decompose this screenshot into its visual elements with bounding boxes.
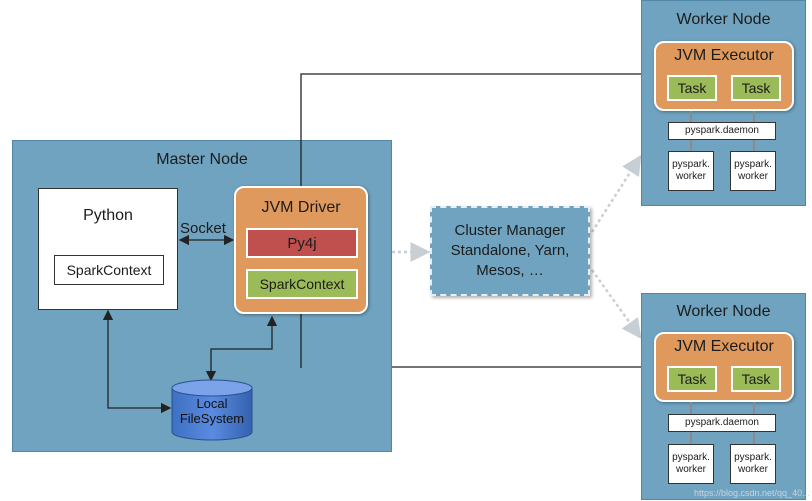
worker-2-pyworker-1-line1: pyspark. bbox=[672, 452, 710, 463]
worker-1-daemon-box: pyspark.daemon bbox=[668, 122, 776, 140]
worker-2-daemon-box: pyspark.daemon bbox=[668, 414, 776, 432]
worker-2-pyworker-2-line1: pyspark. bbox=[734, 452, 772, 463]
worker-2-pyworker-2: pyspark. worker bbox=[730, 444, 776, 484]
python-sparkcontext-box: SparkContext bbox=[54, 255, 164, 285]
worker-node-1: Worker Node JVM Executor Task Task pyspa… bbox=[641, 0, 806, 206]
worker-1-executor-title: JVM Executor bbox=[674, 47, 774, 64]
filesystem-label: Local FileSystem bbox=[170, 396, 254, 426]
worker-2-task-2-label: Task bbox=[741, 371, 771, 387]
worker-node-1-title: Worker Node bbox=[676, 11, 771, 28]
worker-1-pyworker-1-line1: pyspark. bbox=[672, 159, 710, 170]
cluster-manager-box: Cluster Manager Standalone, Yarn, Mesos,… bbox=[430, 206, 590, 296]
worker-1-executor-box: JVM Executor Task Task bbox=[654, 41, 794, 111]
worker-node-2: Worker Node JVM Executor Task Task pyspa… bbox=[641, 293, 810, 500]
worker-1-task-1: Task bbox=[667, 75, 717, 101]
worker-2-daemon-label: pyspark.daemon bbox=[685, 417, 759, 428]
worker-2-internal-lines bbox=[690, 402, 755, 444]
worker-1-pyworker-1-line2: worker bbox=[675, 171, 706, 182]
python-fs-arrow bbox=[102, 309, 172, 414]
watermark: https://blog.csdn.net/qq_40... bbox=[694, 488, 810, 498]
python-title: Python bbox=[83, 207, 133, 224]
cluster-manager-line3: Mesos, … bbox=[476, 262, 544, 279]
worker-1-internal-lines bbox=[690, 111, 755, 151]
worker-1-task-1-label: Task bbox=[677, 80, 707, 96]
worker-1-task-2: Task bbox=[731, 75, 781, 101]
cluster-to-worker1-line bbox=[590, 154, 642, 233]
worker-1-pyworker-1: pyspark. worker bbox=[668, 151, 714, 191]
worker-2-task-1-label: Task bbox=[677, 371, 707, 387]
jvm-driver-box: JVM Driver Py4j SparkContext bbox=[234, 186, 368, 314]
worker-2-pyworker-1-line2: worker bbox=[675, 464, 706, 475]
filesystem-label-line1: Local bbox=[196, 396, 228, 411]
worker-1-daemon-label: pyspark.daemon bbox=[685, 125, 759, 136]
worker-2-task-2: Task bbox=[731, 366, 781, 392]
cluster-manager-line1: Cluster Manager bbox=[454, 222, 566, 239]
master-node-title: Master Node bbox=[156, 151, 248, 168]
python-box: Python SparkContext bbox=[38, 188, 178, 310]
worker-2-task-1: Task bbox=[667, 366, 717, 392]
python-sparkcontext-label: SparkContext bbox=[66, 262, 152, 278]
driver-sparkcontext-label: SparkContext bbox=[259, 276, 345, 292]
cluster-manager-line2: Standalone, Yarn, bbox=[450, 242, 570, 259]
worker-1-pyworker-2-line2: worker bbox=[737, 171, 768, 182]
worker-2-pyworker-1: pyspark. worker bbox=[668, 444, 714, 484]
worker-1-pyworker-2-line1: pyspark. bbox=[734, 159, 772, 170]
py4j-label: Py4j bbox=[287, 234, 317, 252]
worker-2-executor-title: JVM Executor bbox=[674, 338, 774, 355]
driver-sparkcontext-box: SparkContext bbox=[246, 269, 358, 299]
filesystem-label-line2: FileSystem bbox=[179, 411, 245, 426]
worker-1-pyworker-2: pyspark. worker bbox=[730, 151, 776, 191]
worker-2-executor-box: JVM Executor Task Task bbox=[654, 332, 794, 402]
worker-2-pyworker-2-line2: worker bbox=[737, 464, 768, 475]
socket-label: Socket bbox=[180, 220, 226, 237]
jvm-driver-title: JVM Driver bbox=[261, 199, 341, 216]
sparkcontext-fs-arrow bbox=[205, 315, 278, 382]
worker-node-2-title: Worker Node bbox=[676, 303, 771, 320]
filesystem-cylinder bbox=[171, 379, 253, 441]
cluster-to-worker2-line bbox=[590, 269, 642, 340]
py4j-box: Py4j bbox=[246, 228, 358, 258]
worker-1-task-2-label: Task bbox=[741, 80, 771, 96]
